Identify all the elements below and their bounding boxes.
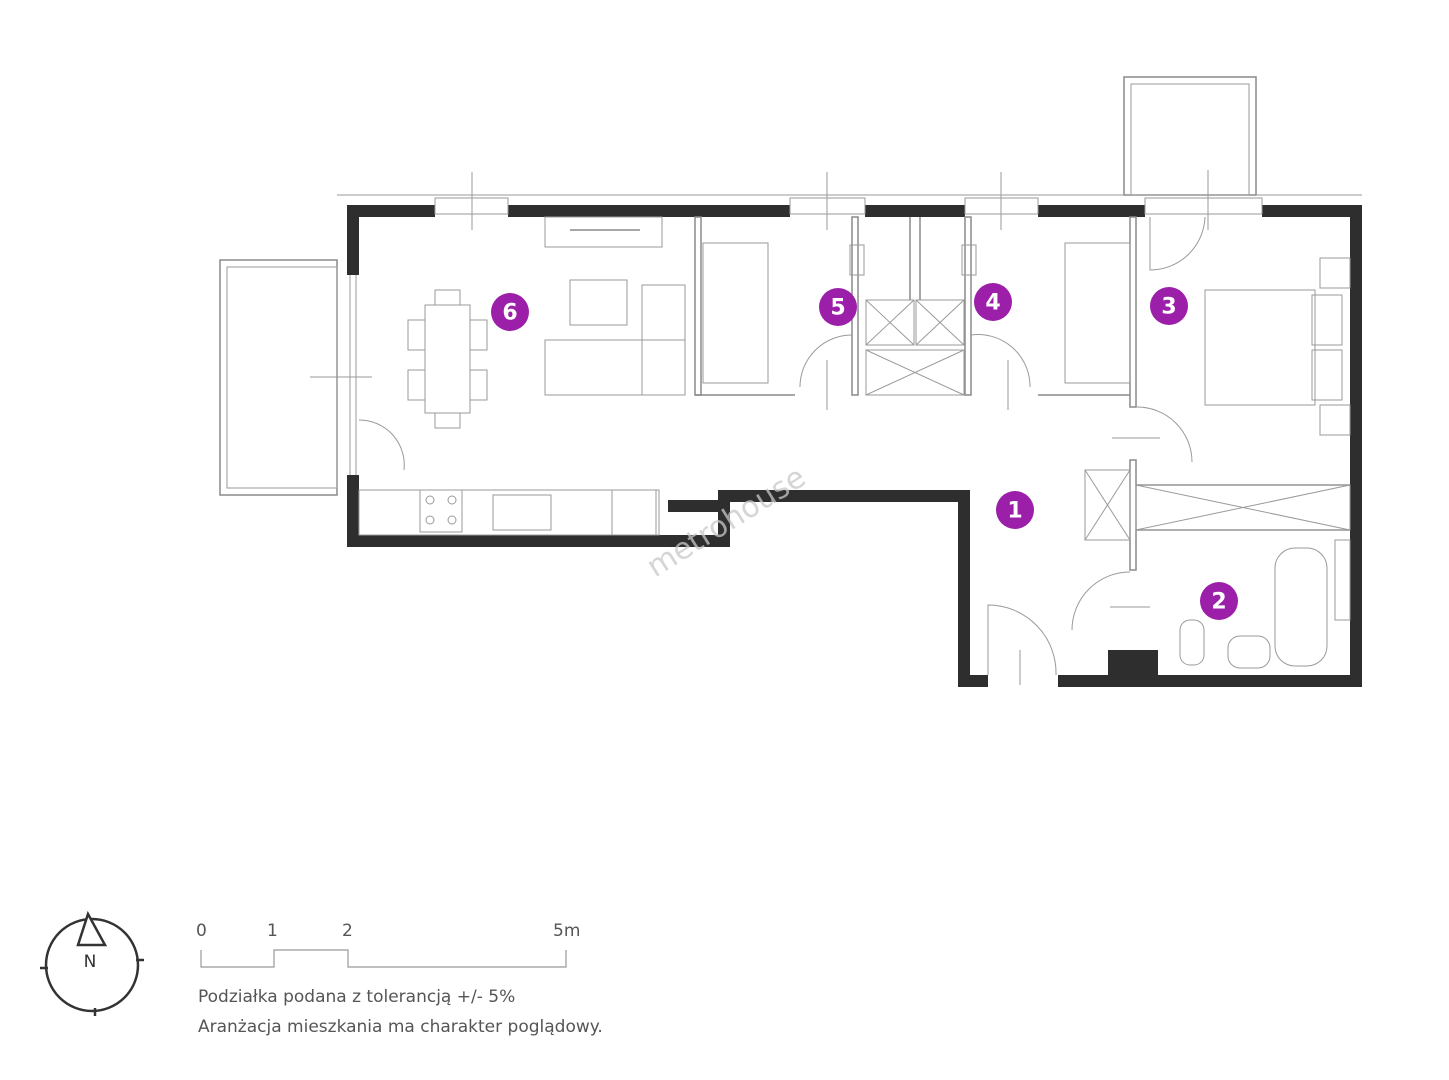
scale-tick: 1 bbox=[267, 921, 278, 941]
watermark: metrohouse bbox=[641, 460, 812, 585]
windows bbox=[349, 170, 1263, 475]
doors bbox=[358, 216, 1206, 685]
balcony-west bbox=[219, 259, 372, 496]
balcony-north bbox=[337, 76, 1362, 196]
scale-tolerance-note: Podziałka podana z tolerancją +/- 5% bbox=[198, 987, 516, 1007]
scale-tick: 2 bbox=[342, 921, 353, 941]
compass-icon: N bbox=[40, 910, 144, 1016]
interior-walls bbox=[694, 216, 1351, 571]
svg-text:4: 4 bbox=[985, 291, 1000, 316]
room-label-3: 3 bbox=[1150, 287, 1188, 325]
scale-tick: 5m bbox=[553, 921, 580, 941]
furniture bbox=[358, 216, 1351, 675]
room-label-4: 4 bbox=[974, 283, 1012, 321]
svg-text:5: 5 bbox=[830, 296, 845, 321]
room-label-1: 1 bbox=[996, 491, 1034, 529]
svg-text:6: 6 bbox=[502, 301, 517, 326]
svg-text:2: 2 bbox=[1211, 590, 1226, 615]
svg-text:3: 3 bbox=[1161, 295, 1176, 320]
scale-bar: 0 1 2 5m bbox=[196, 921, 580, 968]
compass-north-label: N bbox=[84, 952, 97, 972]
arrangement-note: Aranżacja mieszkania ma charakter pogląd… bbox=[198, 1017, 603, 1037]
wardrobes bbox=[849, 217, 977, 396]
exterior-walls bbox=[347, 205, 1362, 687]
room-label-5: 5 bbox=[819, 288, 857, 326]
scale-tick: 0 bbox=[196, 921, 207, 941]
svg-text:1: 1 bbox=[1007, 499, 1022, 524]
room-label-6: 6 bbox=[491, 293, 529, 331]
room-label-2: 2 bbox=[1200, 582, 1238, 620]
